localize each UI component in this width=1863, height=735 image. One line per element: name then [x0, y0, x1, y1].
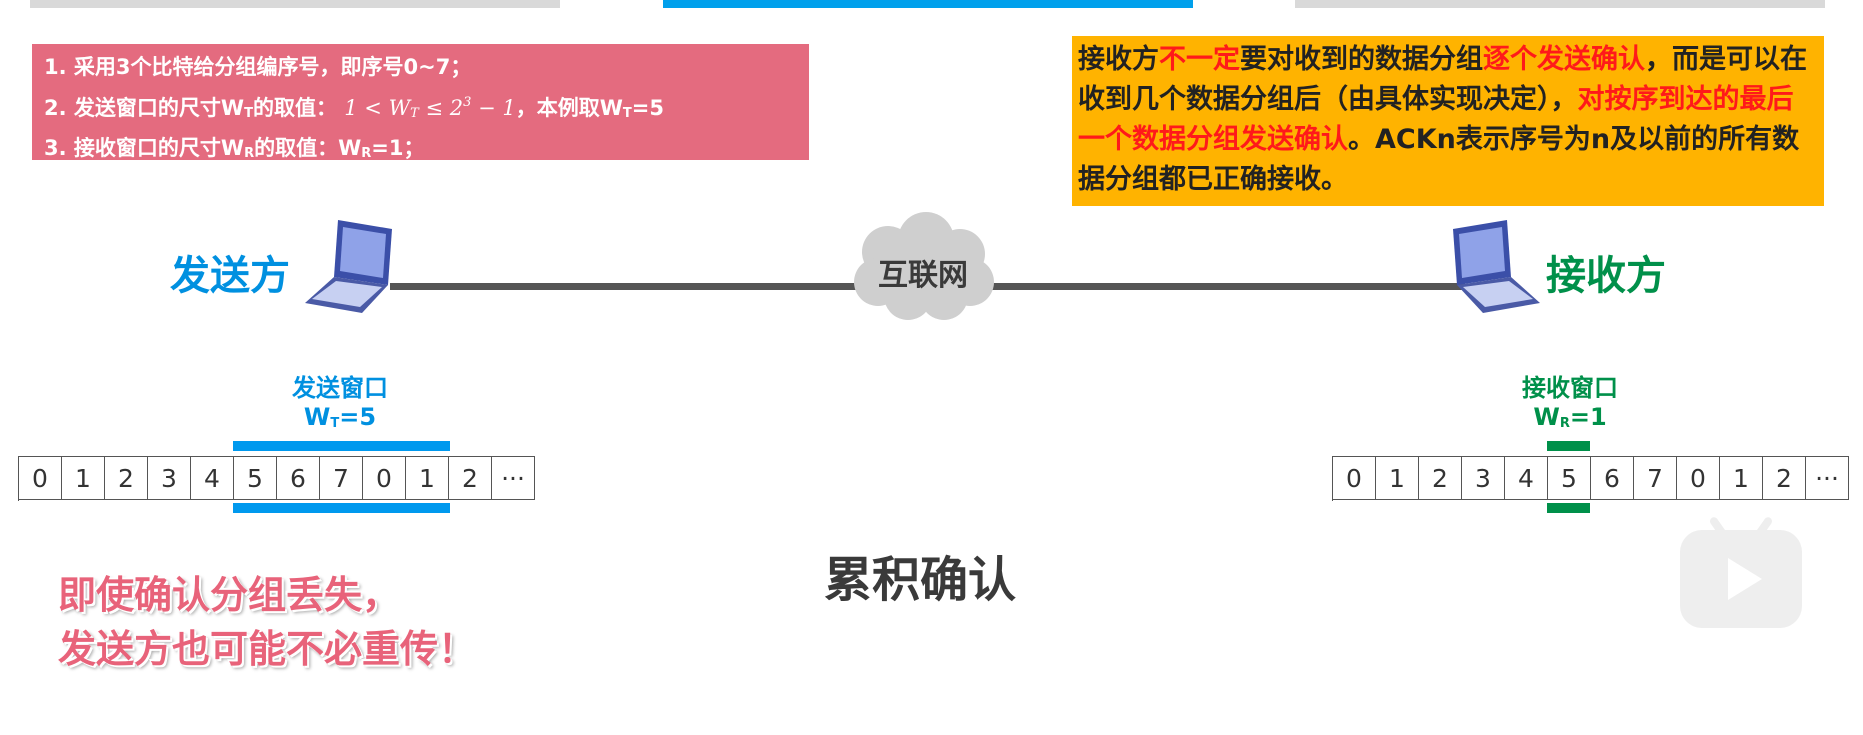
laptop-icon — [1453, 220, 1540, 313]
receive-window-w: W — [1533, 403, 1560, 431]
rule-2-sub: T — [244, 106, 253, 121]
note-highlight-2: 逐个发送确认 — [1483, 44, 1645, 75]
sequence-cell: 4 — [1505, 457, 1548, 500]
cloud-icon — [854, 212, 994, 320]
formula-sup: 3 — [463, 95, 472, 110]
note-highlight-3: 对按序到达的最后一个数据分组发送确认 — [1078, 84, 1794, 155]
receive-window-value: =1 — [1569, 403, 1607, 431]
rule-2-prefix: 2. 发送窗口的尺寸W — [44, 96, 245, 120]
rule-3: 3. 接收窗口的尺寸WR的取值：WR=1； — [44, 131, 797, 171]
sequence-cell: 0 — [1333, 457, 1376, 500]
bottom-note-line-2: 发送方也可能不必重传！ — [58, 627, 477, 671]
formula-sub: T — [410, 106, 419, 121]
rule-1: 1. 采用3个比特给分组编序号，即序号0~7； — [44, 55, 472, 79]
play-button-ear-left — [1708, 515, 1728, 539]
sequence-cell: 7 — [1634, 457, 1677, 500]
rule-3-suffix: =1； — [371, 136, 425, 160]
rules-box: 1. 采用3个比特给分组编序号，即序号0~7； 2. 发送窗口的尺寸WT的取值：… — [32, 44, 809, 161]
bottom-note: 即使确认分组丢失， 发送方也可能不必重传！ — [58, 568, 476, 676]
sequence-cell: 7 — [320, 457, 363, 500]
send-window-value: =5 — [339, 403, 377, 431]
note-part-5: ，而是可以在收到几个数据分组后（由具体实现决定）， — [1078, 44, 1807, 115]
slide-tab-next[interactable] — [1295, 0, 1825, 8]
play-button-ear-right — [1754, 515, 1774, 539]
note-part-1: 接收方 — [1078, 44, 1159, 75]
sequence-cell: 0 — [363, 457, 406, 500]
formula-part-a: 1 < W — [344, 96, 411, 120]
sequence-cell: 5 — [1548, 457, 1591, 500]
formula-part-c: − 1 — [471, 96, 516, 120]
sequence-cell: 0 — [19, 457, 62, 500]
send-window-bar-top — [233, 441, 450, 451]
send-window-w: W — [303, 403, 331, 431]
send-window-sub: T — [330, 416, 340, 431]
sequence-cell: 0 — [1677, 457, 1720, 500]
laptop-icon — [305, 220, 392, 313]
bottom-note-line-1: 即使确认分组丢失， — [58, 573, 401, 617]
rule-2-mid: 的取值： — [252, 96, 337, 120]
rule-3-sub: R — [244, 146, 255, 161]
rule-2-suffix-sub: T — [622, 106, 632, 121]
sequence-cell: 1 — [1376, 457, 1419, 500]
receiver-label: 接收方 — [1546, 253, 1666, 299]
sender-label: 发送方 — [170, 253, 290, 299]
rule-2: 2. 发送窗口的尺寸WT的取值： 1 < WT ≤ 23 − 1，本例取WT=5 — [44, 85, 797, 131]
note-part-7: 。ACKn表示序号为n及以前的所有数据分组都已正确接收。 — [1078, 124, 1800, 195]
rule-3-prefix: 3. 接收窗口的尺寸W — [44, 136, 245, 160]
internet-label: 互联网 — [878, 258, 968, 293]
sequence-cell: 1 — [62, 457, 105, 500]
sequence-cell: ··· — [492, 457, 535, 500]
internet-cloud: 互联网 — [848, 212, 998, 324]
receive-window-size: WR=1 — [1480, 403, 1660, 431]
rule-3-mid: 的取值：W — [254, 136, 362, 160]
formula-part-b: ≤ 2 — [418, 96, 464, 120]
receive-window-bar-top — [1547, 441, 1590, 451]
sequence-cell: 2 — [449, 457, 492, 500]
rule-2-formula: 1 < WT ≤ 23 − 1 — [344, 95, 516, 121]
slide-tab-prev[interactable] — [30, 0, 560, 8]
sequence-cell: 6 — [277, 457, 320, 500]
sequence-cell: 4 — [191, 457, 234, 500]
sequence-cell: 1 — [406, 457, 449, 500]
sequence-cell: 3 — [1462, 457, 1505, 500]
sequence-cell: 6 — [1591, 457, 1634, 500]
receive-window-sub: R — [1559, 416, 1570, 431]
sequence-cell: 1 — [1720, 457, 1763, 500]
sequence-cell: 3 — [148, 457, 191, 500]
sequence-cell: 2 — [105, 457, 148, 500]
note-highlight-1: 不一定 — [1159, 44, 1240, 75]
play-icon — [1728, 558, 1762, 600]
receive-window-bar-bottom — [1547, 503, 1590, 513]
send-window-title: 发送窗口 — [292, 374, 388, 402]
send-window-bar-bottom — [233, 503, 450, 513]
receiver-note-box: 接收方不一定要对收到的数据分组逐个发送确认，而是可以在收到几个数据分组后（由具体… — [1072, 36, 1824, 206]
rule-2-suffix-value: =5 — [631, 96, 665, 120]
receive-window-title: 接收窗口 — [1522, 374, 1618, 402]
send-window-size: WT=5 — [250, 403, 430, 431]
sequence-cell: 2 — [1763, 457, 1806, 500]
sequence-cell: 2 — [1419, 457, 1462, 500]
cumulative-ack-title: 累积确认 — [823, 552, 1016, 608]
sequence-cell: ··· — [1806, 457, 1849, 500]
rule-3-sub2: R — [361, 146, 372, 161]
note-part-3: 要对收到的数据分组 — [1240, 44, 1483, 75]
sequence-cell: 5 — [234, 457, 277, 500]
slide-tab-current[interactable] — [663, 0, 1193, 8]
rule-2-suffix: ，本例取W — [515, 96, 623, 120]
play-button[interactable] — [1680, 515, 1802, 628]
